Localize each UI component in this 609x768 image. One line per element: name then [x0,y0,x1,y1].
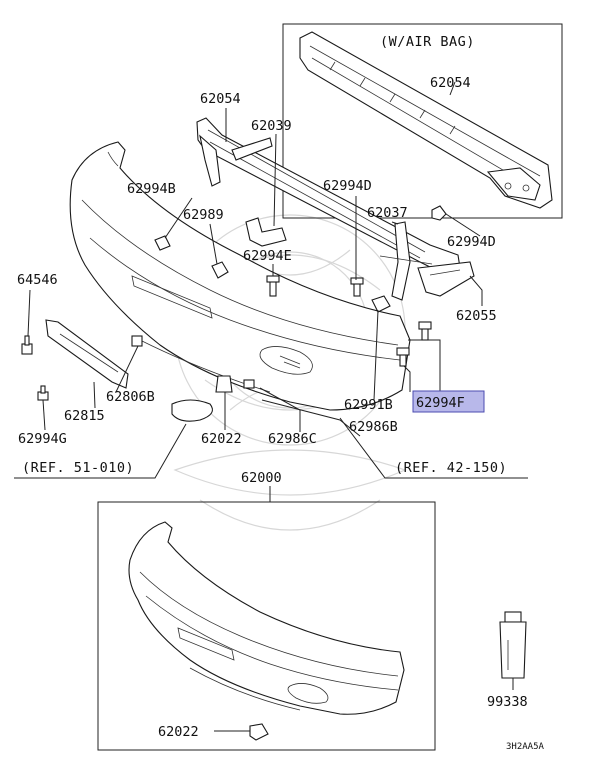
callout-62994B: 62994B [127,181,176,197]
callout-62994D-left: 62994D [323,178,372,194]
assembly-box [97,501,436,751]
leader-lines [14,81,528,479]
callout-62994F: 62994F [416,395,465,411]
airbag-note: (W/AIR BAG) [380,34,475,50]
ref-note-left: (REF. 51-010) [22,460,134,476]
callout-62022-upper: 62022 [201,431,242,447]
callout-62037: 62037 [367,205,408,221]
bolt-62994F [396,321,432,367]
bolt-62994G [37,385,49,401]
sealant-tube-99338 [499,611,527,690]
callout-62039: 62039 [251,118,292,134]
bracket-62037 [379,221,433,301]
bolt-62994D-left [350,277,364,297]
callout-62994G: 62994G [18,431,67,447]
bumper-assembly-62000 [128,521,405,715]
grille-62815 [45,319,129,389]
clip-62022-upper [215,375,233,393]
callout-99338: 99338 [487,694,528,710]
callout-64546: 64546 [17,272,58,288]
clip-62989 [211,261,229,279]
callout-62055: 62055 [456,308,497,324]
clip-62022-lower [214,723,269,741]
callout-62989: 62989 [183,207,224,223]
callout-62815: 62815 [64,408,105,424]
airbag-reinforcement-bar [299,31,553,209]
callout-62994D-right: 62994D [447,234,496,250]
side-bracket-62055 [417,261,475,297]
bolt-64546 [21,335,33,355]
callout-62986C: 62986C [268,431,317,447]
callout-62022-lower: 62022 [158,724,199,740]
callout-62000: 62000 [241,470,282,486]
callout-62054-top: 62054 [430,75,471,91]
airbag-inset-box [282,23,563,219]
clip-62806B [131,335,143,347]
bracket-62039 [245,217,287,247]
callout-62806B: 62806B [106,389,155,405]
bolt-62994B [154,235,171,251]
clip-62991B [371,295,391,313]
bolt-62986C [243,379,255,389]
ref-note-right: (REF. 42-150) [395,460,507,476]
bolt-62994D-right [431,205,447,221]
drawing-code: 3H2AA5A [506,742,545,752]
callout-62994E: 62994E [243,248,292,264]
watermark-emblem [173,214,407,531]
bumper-reinforcement-bar [196,117,461,273]
callout-62054-bar: 62054 [200,91,241,107]
highlight-62994F [412,390,485,413]
bumper-cover-upper [69,141,411,411]
callout-62991B: 62991B [344,397,393,413]
bolt-62994E [266,275,280,297]
fog-lamp-cover [171,399,213,422]
callout-62986B: 62986B [349,419,398,435]
